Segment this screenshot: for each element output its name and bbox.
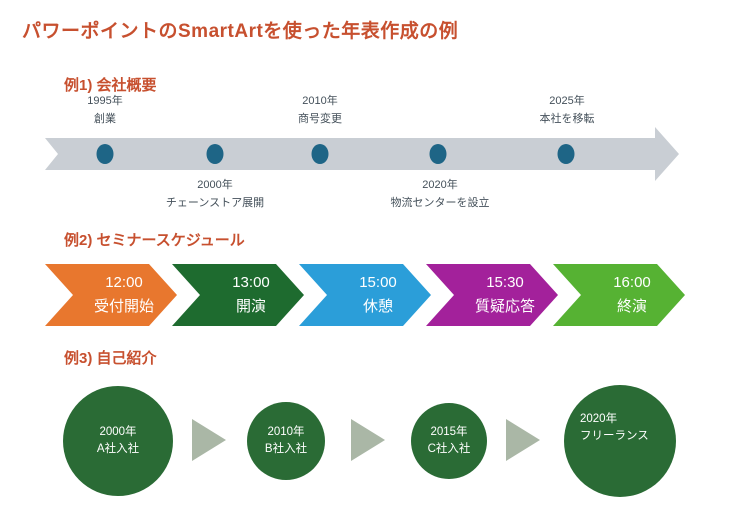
timeline-milestone-dot <box>311 144 329 164</box>
schedule-step-chevron: 15:30 質疑応答 <box>426 264 558 326</box>
step-label: 開演 <box>235 298 266 315</box>
milestone-year: 2010年 <box>267 426 305 438</box>
timeline-milestone-dot <box>96 144 114 164</box>
event-year: 1995年 <box>87 95 123 107</box>
timeline-event-label: 2010年商号変更 <box>298 92 342 128</box>
milestone-label: フリーランス <box>580 430 649 442</box>
milestone-circle: 2020年フリーランス <box>564 385 676 497</box>
milestone-circle: 2010年 B社入社 <box>247 402 325 480</box>
event-description: 創業 <box>93 113 116 125</box>
timeline-arrow-graphic <box>45 127 679 181</box>
example1-heading: 例1) 会社概要 <box>64 77 157 94</box>
timeline-event-label: 2025年本社を移転 <box>540 92 595 128</box>
timeline-dots <box>96 144 575 164</box>
example2-heading: 例2) セミナースケジュール <box>64 232 245 249</box>
example3-heading: 例3) 自己紹介 <box>64 350 157 367</box>
event-description: 商号変更 <box>298 113 342 125</box>
milestone-year: 2015年 <box>430 426 468 438</box>
schedule-step-chevron: 13:00 開演 <box>172 264 304 326</box>
event-year: 2010年 <box>302 95 338 107</box>
timeline-event-label: 2020年物流センターを設立 <box>391 176 490 212</box>
step-time: 16:00 <box>613 274 651 291</box>
step-time: 13:00 <box>232 274 270 291</box>
event-description: 物流センターを設立 <box>390 197 490 209</box>
milestone-year: 2000年 <box>99 426 137 438</box>
timeline-event-label: 1995年創業 <box>87 92 122 128</box>
step-time: 15:00 <box>359 274 397 291</box>
step-label: 受付開始 <box>93 298 154 315</box>
schedule-step-chevron: 16:00 終演 <box>553 264 685 326</box>
timeline-milestone-dot <box>206 144 224 164</box>
schedule-step-chevron: 12:00 受付開始 <box>45 264 177 326</box>
milestone-circle: 2015年 C社入社 <box>411 403 487 479</box>
milestone-label: A社入社 <box>96 443 140 455</box>
milestone-label: B社入社 <box>264 443 308 455</box>
step-label: 終演 <box>616 298 647 315</box>
page-title: パワーポイントのSmartArtを使った年表作成の例 <box>22 21 459 42</box>
step-time: 15:30 <box>486 274 524 291</box>
timeline-milestone-dot <box>429 144 447 164</box>
milestone-label: C社入社 <box>427 443 471 455</box>
event-description: チェーンストア展開 <box>165 197 265 209</box>
step-label: 質疑応答 <box>474 298 535 315</box>
right-arrow-icon <box>192 419 226 461</box>
timeline-milestone-dot <box>557 144 575 164</box>
milestone-circle: 2000年 A社入社 <box>63 386 173 496</box>
schedule-step-chevron: 15:00 休憩 <box>299 264 431 326</box>
right-arrow-icon <box>351 419 385 461</box>
step-label: 休憩 <box>362 298 393 315</box>
event-year: 2020年 <box>422 179 458 191</box>
timeline-arrow-band <box>45 127 679 181</box>
event-year: 2025年 <box>549 95 585 107</box>
milestone-year: 2020年 <box>580 413 618 425</box>
timeline-event-label: 2000年チェーンストア展開 <box>166 176 264 212</box>
step-time: 12:00 <box>105 274 143 291</box>
event-description: 本社を移転 <box>539 113 595 125</box>
event-year: 2000年 <box>197 179 233 191</box>
right-arrow-icon <box>506 419 540 461</box>
